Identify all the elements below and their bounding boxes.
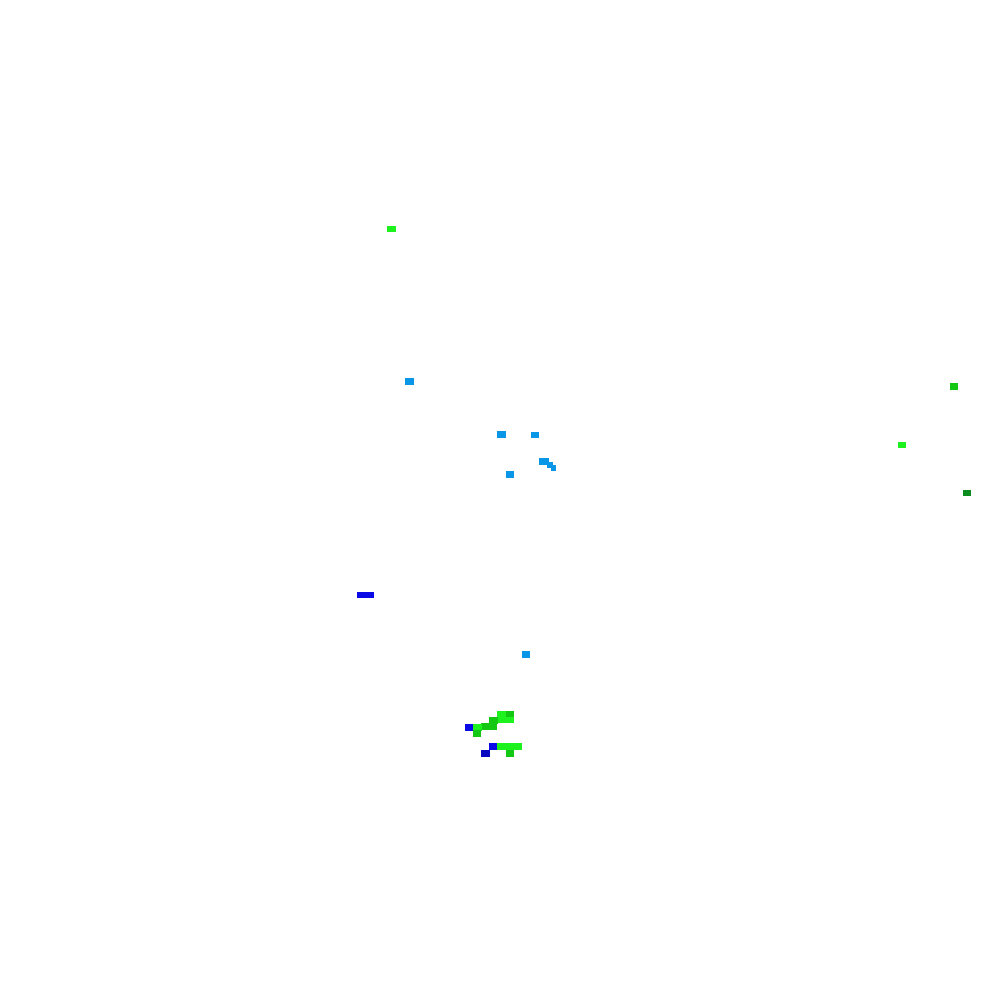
green-speck: [489, 717, 498, 724]
green-speck: [506, 750, 514, 757]
sky-blue-speck: [497, 431, 506, 438]
green-speck: [497, 743, 522, 750]
blue-speck: [489, 743, 498, 750]
green-speck: [473, 730, 481, 737]
green-speck: [498, 717, 514, 723]
sky-blue-speck: [547, 462, 553, 468]
blue-speck: [465, 724, 473, 731]
green-speck: [497, 711, 506, 718]
sky-blue-speck: [539, 458, 549, 465]
blue-speck: [481, 750, 490, 757]
sky-blue-speck: [531, 432, 539, 438]
green-speck: [473, 724, 482, 731]
green-speck: [387, 226, 396, 232]
sky-blue-speck: [506, 471, 514, 478]
green-speck: [950, 383, 958, 390]
green-speck: [481, 723, 497, 730]
sky-blue-speck: [551, 465, 556, 471]
green-speck: [898, 442, 906, 448]
sky-blue-speck: [405, 378, 414, 385]
dark-green-speck: [963, 490, 971, 496]
sky-blue-speck: [522, 651, 530, 658]
dark-green-speck: [506, 711, 514, 718]
blue-speck: [357, 592, 374, 598]
